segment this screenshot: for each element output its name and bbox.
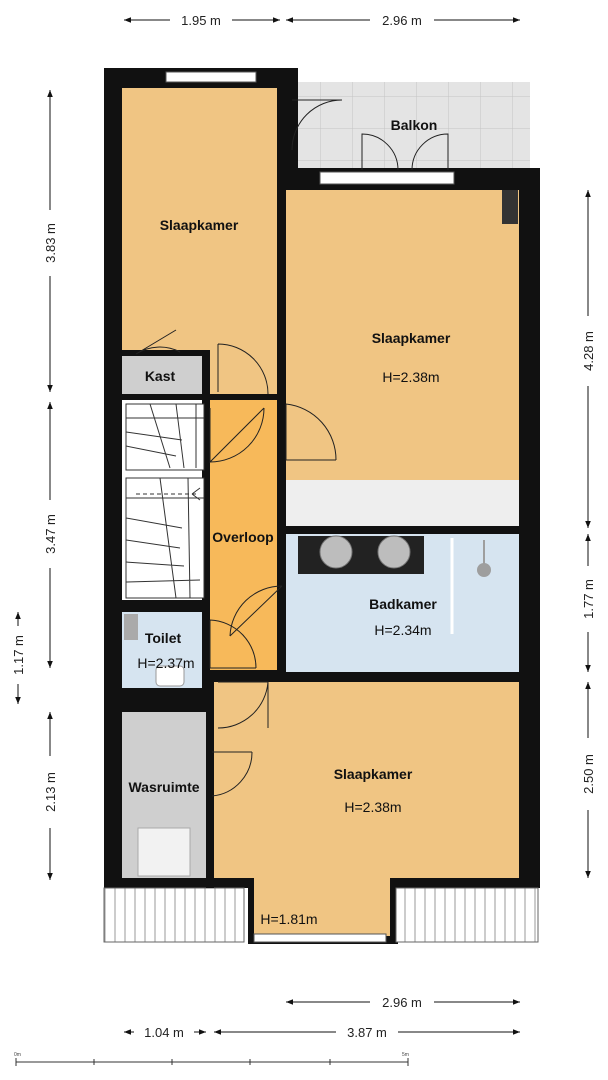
dim-left-1: 3.83 m	[43, 223, 58, 263]
scale-start: 0m	[14, 1052, 21, 1058]
window-bay	[253, 933, 387, 943]
window-balcony-door	[319, 171, 455, 185]
room-slaapkamer-top-left-label: Slaapkamer	[160, 217, 239, 233]
dim-left-4: 2.13 m	[43, 772, 58, 812]
sink-left-icon	[319, 535, 353, 569]
door-slaapkamer-top-right	[285, 403, 337, 461]
door-toilet	[209, 619, 257, 669]
room-slaapkamer-bottom-height: H=2.38m	[344, 799, 401, 815]
room-balkon-label: Balkon	[391, 117, 438, 133]
wardrobe-block	[286, 480, 519, 526]
door-kast	[135, 329, 181, 355]
stairs-arrow	[191, 487, 201, 501]
room-kast-label: Kast	[145, 368, 176, 384]
door-slaapkamer-bottom	[217, 681, 269, 729]
room-toilet-label: Toilet	[145, 630, 182, 646]
room-slaapkamer-top-right-label: Slaapkamer	[372, 330, 451, 346]
door-wasruimte	[211, 751, 253, 797]
dim-bottom-upper: 2.96 m	[382, 995, 422, 1010]
slaapkamer-bottom-floor	[214, 682, 519, 878]
scale-bar: 0m 5m	[14, 1052, 409, 1066]
room-slaapkamer-top-right-height: H=2.38m	[382, 369, 439, 385]
dim-bottom-lower-right: 3.87 m	[347, 1025, 387, 1040]
slaapkamer-top-right-floor	[286, 190, 519, 528]
washbasin-toilet-icon	[124, 614, 138, 640]
room-badkamer-label: Badkamer	[369, 596, 437, 612]
dimension-lines	[15, 17, 591, 1035]
bay-floor	[254, 878, 390, 936]
room-badkamer-height: H=2.34m	[374, 622, 431, 638]
room-overloop-label: Overloop	[212, 529, 273, 545]
window-top-left	[165, 71, 257, 83]
staircase	[125, 403, 205, 599]
door-balcony-double	[361, 133, 449, 171]
column-corner	[502, 190, 518, 224]
doors	[135, 99, 449, 797]
dim-right-3: 2.50 m	[581, 754, 596, 794]
shower-head-icon	[477, 563, 491, 577]
room-slaapkamer-bottom-label: Slaapkamer	[334, 766, 413, 782]
dim-bottom-lower-left: 1.04 m	[144, 1025, 184, 1040]
room-toilet-height: H=2.37m	[137, 655, 194, 671]
room-wasruimte-label: Wasruimte	[128, 779, 199, 795]
dim-left-2: 3.47 m	[43, 514, 58, 554]
sink-right-icon	[377, 535, 411, 569]
door-balcony-left	[291, 99, 343, 151]
slaapkamer-top-left-floor	[122, 88, 277, 394]
dim-right-1: 4.28 m	[581, 331, 596, 371]
room-labels: Balkon Slaapkamer Slaapkamer H=2.38m Kas…	[128, 117, 450, 927]
fixtures	[124, 190, 518, 877]
dim-left-3: 1.17 m	[11, 635, 26, 675]
door-badkamer	[229, 585, 283, 637]
toilet-bowl-icon	[155, 665, 185, 687]
overloop-floor	[210, 400, 278, 670]
balcony-floor	[298, 82, 530, 168]
dim-top-right: 2.96 m	[382, 13, 422, 28]
roof-grate-left	[103, 887, 245, 943]
door-slaapkamer-top-left	[217, 343, 269, 395]
roof-grate-right	[395, 887, 539, 943]
dimension-labels: 1.95 m 2.96 m 3.83 m 3.47 m 1.17 m 2.13 …	[11, 13, 596, 1040]
windows	[165, 71, 455, 943]
interior-walls	[112, 186, 530, 888]
bay-height: H=1.81m	[260, 911, 317, 927]
dim-right-2: 1.77 m	[581, 579, 596, 619]
kast-floor	[122, 356, 202, 394]
scale-end: 5m	[402, 1052, 409, 1058]
dim-top-left: 1.95 m	[181, 13, 221, 28]
door-stairs	[209, 407, 265, 464]
washing-machine-icon	[137, 827, 191, 877]
